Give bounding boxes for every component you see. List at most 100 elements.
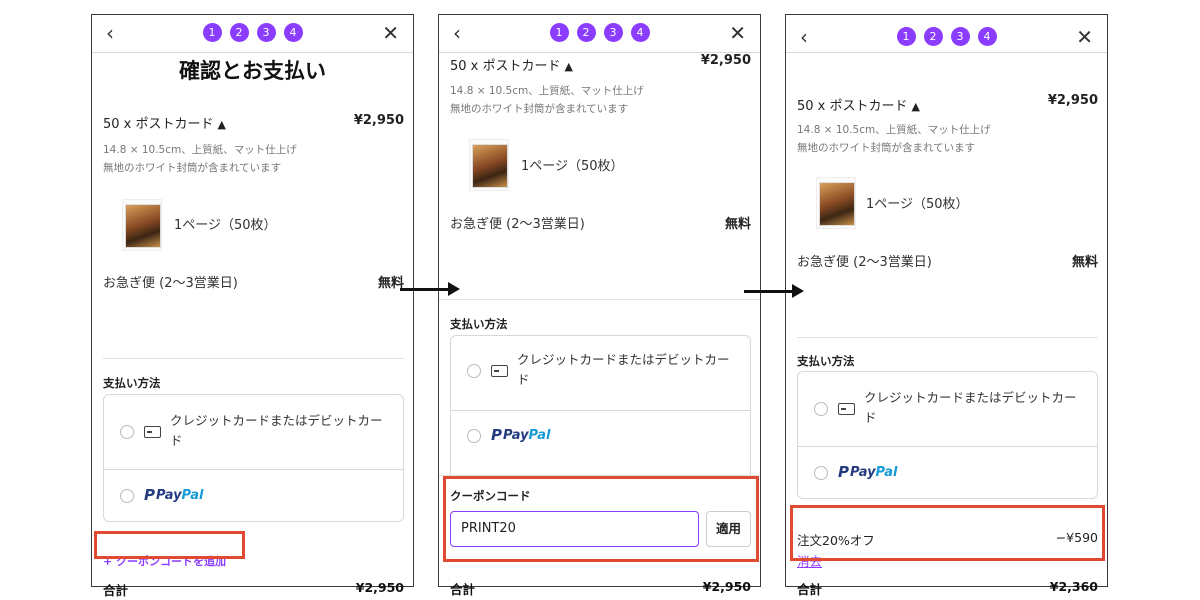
close-icon[interactable]: ✕ xyxy=(382,21,399,45)
content: 確認とお支払い 50 x ポストカード▲ ¥2,950 14.8 × 10.5c… xyxy=(92,53,413,598)
arrow-head-icon xyxy=(448,282,460,296)
step-3[interactable]: 3 xyxy=(256,23,276,42)
step-4[interactable]: 4 xyxy=(630,23,650,42)
top-bar: ‹ 1 2 3 4 ✕ xyxy=(439,15,760,53)
item-spec: 14.8 × 10.5cm、上質紙、マット仕上げ xyxy=(797,124,991,136)
item-price: ¥2,950 xyxy=(1047,93,1098,108)
payment-option-paypal[interactable]: P PayPal xyxy=(104,470,403,522)
total-label: 合計 xyxy=(103,583,129,598)
top-bar: ‹ 1 2 3 4 ✕ xyxy=(786,15,1107,53)
card-radio[interactable] xyxy=(120,425,134,439)
screen-coupon-entry: ‹ 1 2 3 4 ✕ 50 x ポストカード▲ ¥2,950 14.8 × 1… xyxy=(438,14,761,597)
step-2[interactable]: 2 xyxy=(229,23,249,42)
shipping-price: 無料 xyxy=(1071,255,1098,270)
step-indicator: 1 2 3 4 xyxy=(439,23,760,42)
total-value: ¥2,950 xyxy=(355,580,404,595)
card-radio[interactable] xyxy=(814,402,828,416)
coupon-link-highlight xyxy=(94,531,245,559)
postcard-thumbnail xyxy=(816,177,856,229)
apply-coupon-button[interactable]: 適用 xyxy=(706,511,751,547)
paypal-logo-pal: Pal xyxy=(528,428,551,443)
item-envelope: 無地のホワイト封筒が含まれています xyxy=(103,162,282,174)
step-4[interactable]: 4 xyxy=(283,23,303,42)
discount-label: 注文20%オフ xyxy=(797,533,875,548)
coupon-code-input[interactable]: PRINT20 xyxy=(450,511,699,547)
total-value: ¥2,950 xyxy=(702,579,751,594)
postcard-thumbnail xyxy=(122,199,162,251)
credit-card-icon xyxy=(838,403,855,415)
item-toggle[interactable]: 50 x ポストカード▲ xyxy=(103,113,226,132)
item-name: 50 x ポストカード xyxy=(450,59,561,74)
flow-arrow-1 xyxy=(400,282,460,296)
item-name: 50 x ポストカード xyxy=(103,117,214,132)
postcard-image xyxy=(819,182,855,226)
back-chevron-icon[interactable]: ‹ xyxy=(453,21,461,45)
postcard-thumbnail xyxy=(469,139,509,191)
remove-coupon-link[interactable]: 消去 xyxy=(797,554,823,569)
content: 50 x ポストカード▲ ¥2,950 14.8 × 10.5cm、上質紙、マッ… xyxy=(786,59,1107,597)
page-count: 1ページ（50枚） xyxy=(866,197,969,212)
card-option-label: クレジットカードまたはデビットカード xyxy=(517,352,730,387)
coupon-section-title: クーポンコード xyxy=(450,489,531,503)
top-bar: ‹ 1 2 3 4 ✕ xyxy=(92,15,413,53)
back-chevron-icon[interactable]: ‹ xyxy=(800,25,808,49)
payment-option-card[interactable]: クレジットカードまたはデビットカード xyxy=(451,336,750,411)
paypal-radio[interactable] xyxy=(467,429,481,443)
paypal-logo-pal: Pal xyxy=(181,488,204,503)
step-3[interactable]: 3 xyxy=(950,27,970,46)
screen-confirm-payment: ‹ 1 2 3 4 ✕ 確認とお支払い 50 x ポストカード▲ ¥2,950 … xyxy=(91,14,414,598)
step-4[interactable]: 4 xyxy=(977,27,997,46)
payment-options: クレジットカードまたはデビットカード P PayPal xyxy=(103,394,404,522)
coupon-panel-highlight xyxy=(443,476,759,562)
paypal-radio[interactable] xyxy=(120,489,134,503)
shipping-price: 無料 xyxy=(724,217,751,232)
payment-option-card[interactable]: クレジットカードまたはデビットカード xyxy=(104,395,403,470)
card-option-label: クレジットカードまたはデビットカード xyxy=(170,413,383,448)
page-title: 確認とお支払い xyxy=(179,59,326,83)
page-count: 1ページ（50枚） xyxy=(174,218,277,233)
page-count: 1ページ（50枚） xyxy=(521,159,624,174)
paypal-icon: P xyxy=(491,426,502,444)
step-3[interactable]: 3 xyxy=(603,23,623,42)
shipping-option: お急ぎ便 (2〜3営業日) xyxy=(450,217,585,232)
credit-card-icon xyxy=(144,426,161,438)
close-icon[interactable]: ✕ xyxy=(729,21,746,45)
discount-highlight xyxy=(790,505,1105,561)
item-price: ¥2,950 xyxy=(353,113,404,128)
item-envelope: 無地のホワイト封筒が含まれています xyxy=(797,142,976,154)
paypal-logo-pay: Pay xyxy=(156,488,182,503)
item-price: ¥2,950 xyxy=(700,53,751,68)
item-envelope: 無地のホワイト封筒が含まれています xyxy=(450,103,629,115)
step-1[interactable]: 1 xyxy=(202,23,222,42)
step-2[interactable]: 2 xyxy=(576,23,596,42)
paypal-radio[interactable] xyxy=(814,466,828,480)
step-1[interactable]: 1 xyxy=(896,27,916,46)
step-indicator: 1 2 3 4 xyxy=(92,23,413,42)
item-name: 50 x ポストカード xyxy=(797,99,908,114)
total-value: ¥2,360 xyxy=(1049,579,1098,594)
back-chevron-icon[interactable]: ‹ xyxy=(106,21,114,45)
payment-option-card[interactable]: クレジットカードまたはデビットカード xyxy=(798,372,1097,447)
step-2[interactable]: 2 xyxy=(923,27,943,46)
step-indicator: 1 2 3 4 xyxy=(786,27,1107,46)
card-radio[interactable] xyxy=(467,364,481,378)
payment-option-paypal[interactable]: P PayPal xyxy=(798,447,1097,499)
flow-arrow-2 xyxy=(744,284,804,298)
payment-section-title: 支払い方法 xyxy=(450,317,508,331)
divider xyxy=(797,337,1098,338)
discount-value: −¥590 xyxy=(1055,530,1098,545)
close-icon[interactable]: ✕ xyxy=(1076,25,1093,49)
total-label: 合計 xyxy=(450,582,476,597)
card-option-label: クレジットカードまたはデビットカード xyxy=(864,390,1077,425)
credit-card-icon xyxy=(491,365,508,377)
step-1[interactable]: 1 xyxy=(549,23,569,42)
postcard-image xyxy=(472,144,508,188)
payment-option-paypal[interactable]: P PayPal xyxy=(451,411,750,463)
shipping-option: お急ぎ便 (2〜3営業日) xyxy=(103,276,238,291)
postcard-image xyxy=(125,204,161,248)
divider xyxy=(439,299,760,300)
paypal-logo: PayPal xyxy=(850,465,897,480)
item-toggle[interactable]: 50 x ポストカード▲ xyxy=(797,95,920,114)
item-toggle[interactable]: 50 x ポストカード▲ xyxy=(450,55,573,74)
payment-section-title: 支払い方法 xyxy=(103,376,161,390)
